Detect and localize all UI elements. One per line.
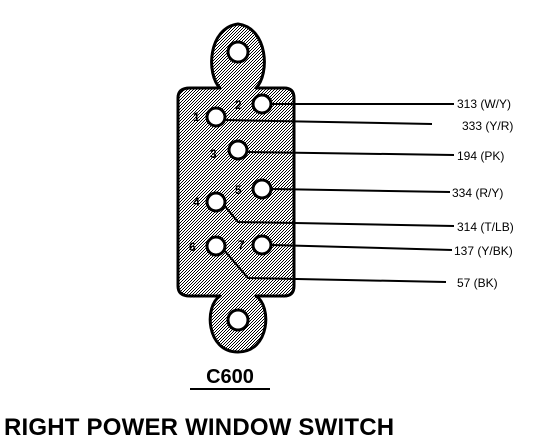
wire-label-333: 333 (Y/R) [462, 119, 513, 133]
wire-314 [223, 204, 455, 227]
wire-334 [271, 188, 451, 193]
wire-137 [271, 244, 453, 251]
connector-id: C600 [190, 366, 270, 390]
pin-6 [205, 235, 227, 257]
pin-3 [227, 139, 249, 161]
pin-4 [205, 191, 227, 213]
bottom-mounting-hole [226, 308, 250, 332]
wires [223, 103, 455, 283]
wire-label-314: 314 (T/LB) [457, 220, 514, 234]
wire-label-57: 57 (BK) [457, 276, 498, 290]
wire-label-137: 137 (Y/BK) [454, 244, 513, 258]
top-mounting-hole [226, 40, 250, 64]
wire-label-194: 194 (PK) [457, 149, 504, 163]
pins [205, 93, 273, 257]
diagram-caption: RIGHT POWER WINDOW SWITCH [4, 414, 395, 441]
wire-57 [223, 249, 447, 283]
pin-label-5: 5 [235, 183, 242, 197]
pin-1 [205, 106, 227, 128]
wire-label-313: 313 (W/Y) [457, 97, 511, 111]
pin-5 [251, 178, 273, 200]
pin-2 [251, 93, 273, 115]
pin-label-6: 6 [189, 240, 196, 254]
wire-label-334: 334 (R/Y) [452, 186, 503, 200]
pin-label-3: 3 [210, 147, 217, 161]
pin-label-2: 2 [235, 98, 242, 112]
wire-194 [247, 151, 455, 156]
pin-label-7: 7 [238, 238, 245, 252]
wire-333 [223, 119, 433, 125]
pin-label-1: 1 [193, 110, 200, 124]
pin-7 [251, 234, 273, 256]
pin-label-4: 4 [193, 195, 200, 209]
